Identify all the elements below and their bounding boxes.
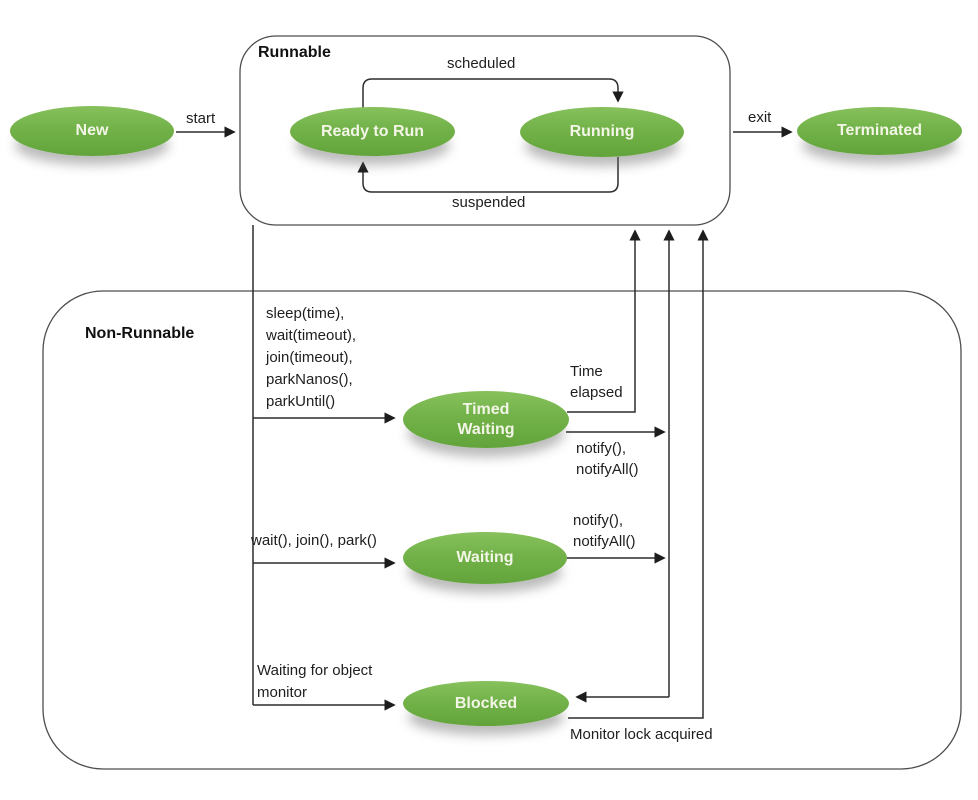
state-waiting: Waiting	[403, 532, 567, 584]
state-running: Running	[520, 107, 684, 157]
non-runnable-group-label: Non-Runnable	[85, 325, 195, 342]
suspended-arrow	[357, 157, 619, 193]
state-blocked-label: Blocked	[454, 694, 518, 712]
state-terminated: Terminated	[797, 107, 962, 155]
monitor-lock-acquired-arrow	[568, 229, 709, 719]
time-elapsed-line1: Time	[570, 363, 603, 380]
state-ready-to-run-label: Ready to Run	[320, 122, 425, 140]
notify-from-waiting-label: notify(), notifyAll()	[573, 510, 636, 552]
to-waiting-methods-label: wait(), join(), park()	[251, 532, 377, 549]
to-timed-waiting-methods-label: sleep(time), wait(timeout), join(timeout…	[266, 303, 356, 413]
non-runnable-group-box	[42, 290, 962, 770]
notify-from-waiting-line1: notify(),	[573, 512, 624, 529]
to-timed-waiting-methods-line4: parkNanos(),	[266, 371, 353, 388]
runnable-group-box	[239, 35, 731, 226]
time-elapsed-line2: elapsed	[570, 384, 623, 401]
start-transition-label: start	[186, 110, 216, 127]
suspended-transition-label: suspended	[452, 194, 526, 211]
to-timed-waiting-methods-line1: sleep(time),	[266, 305, 345, 322]
scheduled-transition-label: scheduled	[447, 55, 516, 72]
state-terminated-label: Terminated	[836, 122, 923, 139]
notify-from-waiting-line2: notifyAll()	[573, 533, 636, 550]
to-timed-waiting-methods-line2: wait(timeout),	[266, 327, 357, 344]
time-elapsed-label: Time elapsed	[570, 361, 623, 403]
scheduled-arrow	[362, 78, 624, 108]
state-timed-waiting-label-line1: Timed	[462, 400, 510, 418]
notify-from-timed-waiting-line1: notify(),	[576, 440, 627, 457]
state-running-label: Running	[569, 123, 635, 140]
waiting-for-object-monitor-line2: monitor	[257, 684, 308, 701]
waiting-for-object-monitor-line1: Waiting for object	[257, 662, 373, 679]
state-new: New	[10, 106, 174, 156]
to-timed-waiting-methods-line3: join(timeout),	[266, 349, 353, 366]
notify-from-timed-waiting-line2: notifyAll()	[576, 461, 639, 478]
runnable-group-label: Runnable	[258, 44, 331, 61]
exit-transition-label: exit	[748, 109, 772, 126]
state-blocked: Blocked	[403, 681, 569, 726]
state-waiting-label: Waiting	[456, 549, 514, 566]
time-elapsed-arrow	[567, 229, 641, 413]
waiting-for-object-monitor-label: Waiting for object monitor	[257, 660, 372, 704]
state-timed-waiting: Timed Waiting	[403, 391, 569, 448]
state-timed-waiting-label-line2: Waiting	[457, 420, 515, 438]
monitor-lock-acquired-label: Monitor lock acquired	[570, 726, 713, 743]
to-timed-waiting-methods-line5: parkUntil()	[266, 393, 336, 410]
notify-from-timed-waiting-label: notify(), notifyAll()	[576, 438, 639, 480]
state-new-label: New	[75, 122, 109, 139]
state-ready-to-run: Ready to Run	[290, 107, 455, 156]
